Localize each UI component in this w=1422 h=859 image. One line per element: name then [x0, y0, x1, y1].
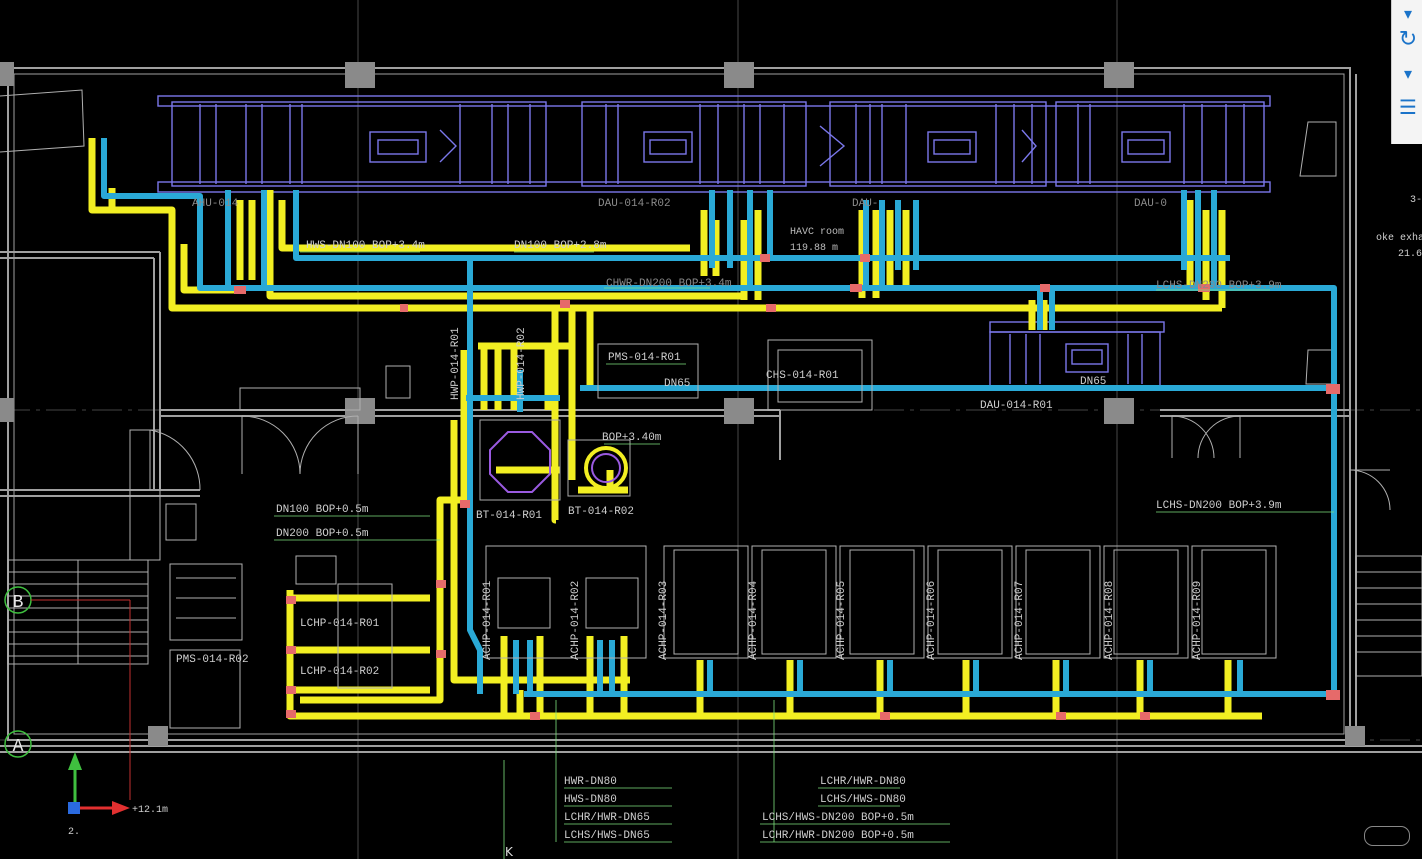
- label-chs-014-r01: CHS-014-R01: [766, 370, 839, 382]
- air-handling-units-row: [157, 95, 1271, 193]
- label-hwp-014-r01: HWP-014-R01: [450, 327, 462, 400]
- legend-lchr-hwr-dn80: LCHR/HWR-DN80: [820, 776, 906, 788]
- watermark-badge: [1364, 826, 1410, 846]
- label-pms-014-r02: PMS-014-R02: [176, 654, 249, 666]
- right-note-line1: 3-: [1410, 195, 1422, 206]
- column-blocks: [0, 62, 1365, 746]
- label-ahu-014: AHU-014: [192, 198, 239, 210]
- grid-label-b: B: [13, 593, 24, 613]
- building-walls: [0, 67, 1422, 753]
- label-dau-014-r01: DAU-014-R01: [980, 400, 1053, 412]
- legend-lchs-hws-dn200: LCHS/HWS-DN200 BOP+0.5m: [762, 812, 914, 824]
- stairs: [0, 89, 1422, 677]
- room-tag: HAVC room 119.88 m: [790, 227, 844, 254]
- legend-bottom-right: LCHR/HWR-DN80 LCHS/HWS-DN80 LCHS/HWS-DN2…: [762, 776, 914, 842]
- room-area: 119.88 m: [790, 243, 838, 254]
- refresh-icon[interactable]: ↻: [1398, 26, 1418, 52]
- legend-hwr-dn80: HWR-DN80: [564, 776, 617, 788]
- label-bt-014-r02: BT-014-R02: [568, 506, 634, 518]
- ucs-axis-icon: [68, 752, 130, 815]
- label-achp-r07: ACHP-014-R07: [1014, 581, 1026, 660]
- label-hws-dn100: HWS-DN100 BOP+3.4m: [306, 240, 425, 252]
- right-note-line3: 21.64: [1398, 249, 1422, 260]
- label-bt-014-r01: BT-014-R01: [476, 510, 542, 522]
- right-note-line2: oke exhaust r: [1376, 232, 1422, 244]
- label-achp-r06: ACHP-014-R06: [926, 581, 938, 660]
- label-dn100-top: DN100 BOP+2.8m: [514, 240, 607, 252]
- hot-water-pipes: [88, 138, 1262, 720]
- video-caption: K: [505, 845, 513, 859]
- pipe-labels: HWS-DN100 BOP+3.4m DN100 BOP+2.8m CHWR-D…: [276, 240, 1282, 540]
- label-achp-r03: ACHP-014-R03: [658, 581, 670, 660]
- document-icon[interactable]: ☰: [1399, 95, 1417, 119]
- grid-label-a: A: [13, 737, 24, 757]
- label-lchs-top: LCHS-DN200 BOP+3.9m: [1156, 280, 1282, 292]
- drawing-notes: +12.1m 2.: [68, 805, 168, 838]
- label-lchp-014-r02: LCHP-014-R02: [300, 666, 379, 678]
- pipe-valves: [234, 254, 1340, 720]
- label-dau-right: DAU-0: [1134, 198, 1167, 210]
- label-dn65-dau: DN65: [1080, 376, 1106, 388]
- grid-bubble-a: A: [4, 730, 32, 758]
- dau-014-r01-unit: [989, 321, 1165, 387]
- equipment-outlines: [129, 339, 1277, 729]
- label-dn200-left: DN200 BOP+0.5m: [276, 528, 369, 540]
- equipment-labels: AHU-014 DAU-014-R02 DAU- DAU-0 DAU-014-R…: [176, 198, 1167, 678]
- label-dn100-left: DN100 BOP+0.5m: [276, 504, 369, 516]
- label-hwp-014-r02: HWP-014-R02: [516, 327, 528, 400]
- label-pms-014-r01: PMS-014-R01: [608, 352, 681, 364]
- room-name: HAVC room: [790, 227, 844, 238]
- buffer-tanks: [479, 419, 631, 501]
- leader-lines: [274, 251, 1334, 859]
- label-achp-r05: ACHP-014-R05: [836, 581, 848, 660]
- label-lchs-right: LCHS-DN200 BOP+3.9m: [1156, 500, 1282, 512]
- label-achp-r02: ACHP-014-R02: [570, 581, 582, 660]
- label-achp-r04: ACHP-014-R04: [748, 580, 760, 660]
- legend-lchs-hws-dn80: LCHS/HWS-DN80: [820, 794, 906, 806]
- note-2: 2.: [68, 827, 80, 838]
- label-achp-r01: ACHP-014-R01: [482, 580, 494, 660]
- label-achp-r09: ACHP-014-R09: [1192, 581, 1204, 660]
- right-room-note: 3- oke exhaust r 21.64: [1376, 195, 1422, 260]
- dropdown-arrow-icon[interactable]: ▾: [1403, 3, 1413, 23]
- label-achp-r08: ACHP-014-R08: [1104, 581, 1116, 660]
- legend-lchs-hws-dn65: LCHS/HWS-DN65: [564, 830, 650, 842]
- legend-lchr-hwr-dn200: LCHR/HWR-DN200 BOP+0.5m: [762, 830, 914, 842]
- doors: [149, 121, 1391, 511]
- achp-labels: ACHP-014-R01 ACHP-014-R02 ACHP-014-R03 A…: [482, 580, 1204, 660]
- label-chwr-dn200: CHWR-DN200 BOP+3.4m: [606, 278, 732, 290]
- legend-hws-dn80: HWS-DN80: [564, 794, 617, 806]
- legend-bottom-center: HWR-DN80 HWS-DN80 LCHR/HWR-DN65 LCHS/HWS…: [564, 776, 650, 842]
- legend-lchr-hwr-dn65: LCHR/HWR-DN65: [564, 812, 650, 824]
- label-dau-014-r02: DAU-014-R02: [598, 198, 671, 210]
- label-lchp-014-r01: LCHP-014-R01: [300, 618, 380, 630]
- note-1: +12.1m: [132, 805, 168, 816]
- label-dn65-center: DN65: [664, 378, 690, 390]
- label-dau-center: DAU-: [852, 198, 878, 210]
- label-bop-340: BOP+3.40m: [602, 432, 662, 444]
- grid-bubble-b: B: [4, 586, 131, 800]
- side-toolbar: ▾ ↻ ▾ ☰: [1391, 0, 1422, 144]
- dropdown-arrow-icon-2[interactable]: ▾: [1403, 63, 1413, 83]
